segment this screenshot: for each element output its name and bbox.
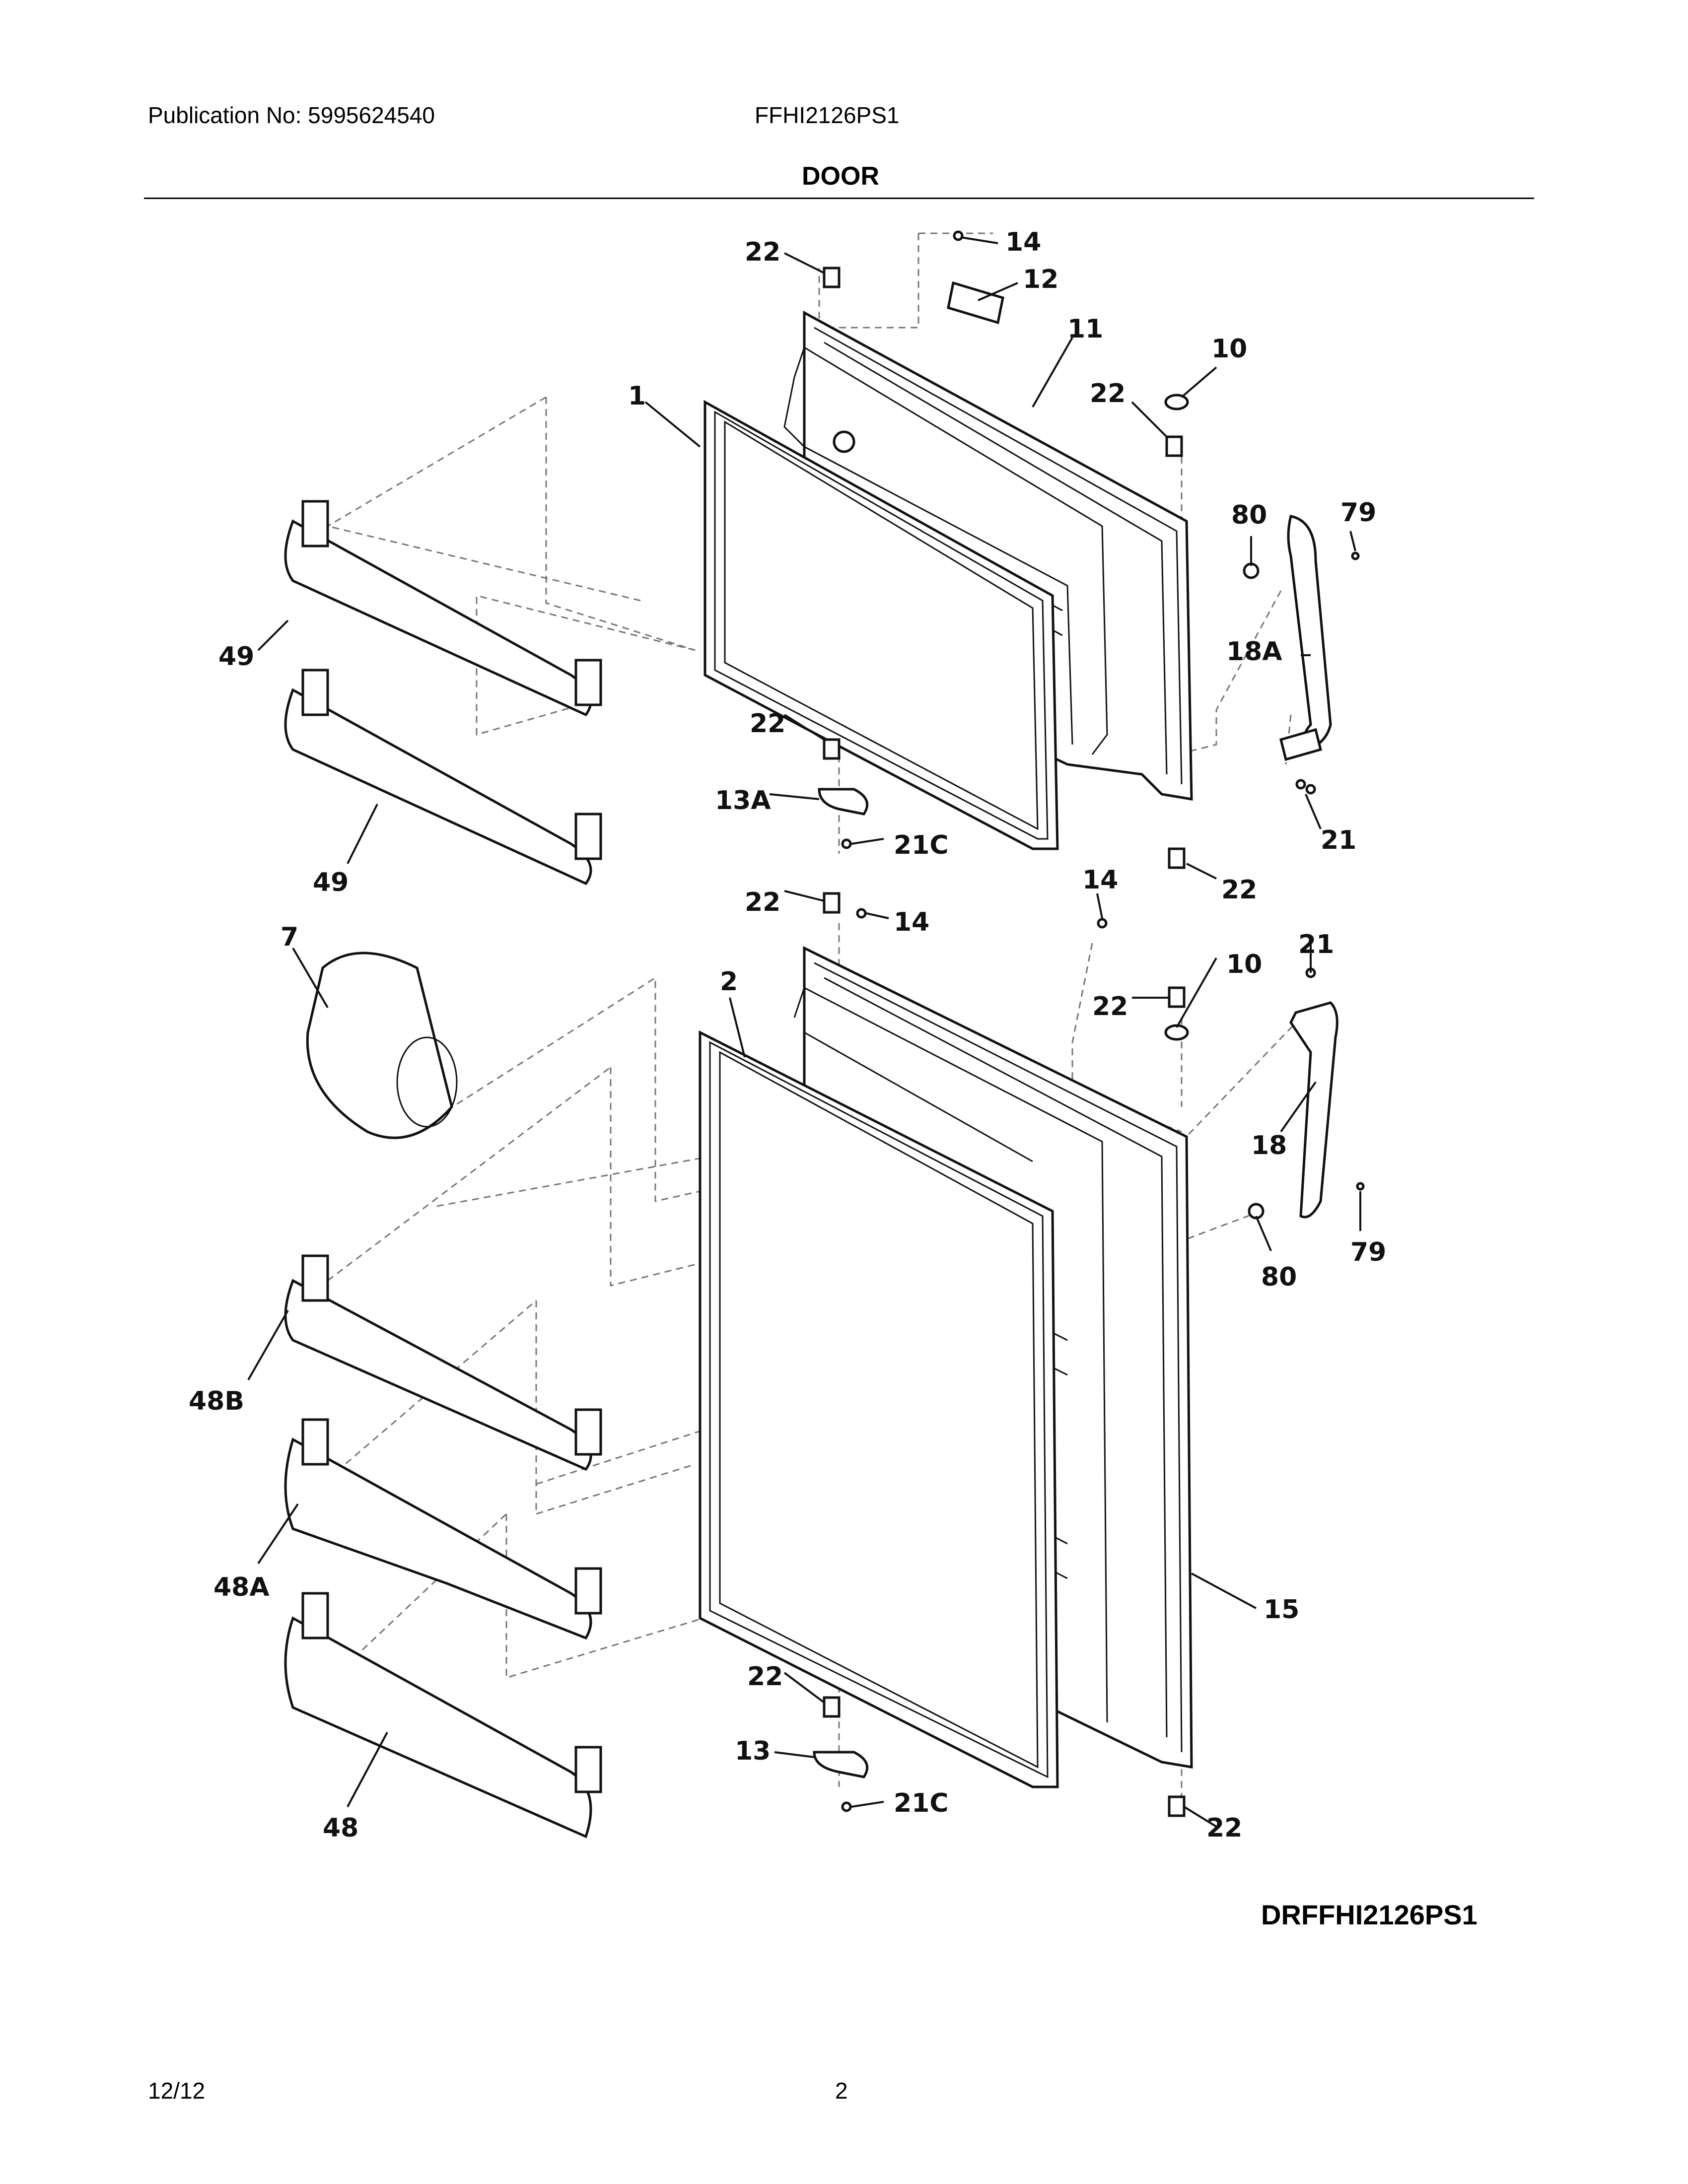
- callout-22: 22: [1206, 1813, 1242, 1843]
- callout-10: 10: [1211, 334, 1247, 364]
- callout-15: 15: [1264, 1595, 1299, 1625]
- callout-labels: 22 14 12 11 10 22 1 80 79 18A 49 22 13A …: [189, 227, 1386, 1843]
- callout-80: 80: [1261, 1262, 1297, 1292]
- door-shelf-49-upper: [284, 500, 602, 717]
- callout-1: 1: [628, 381, 646, 411]
- page-number: 2: [835, 2078, 848, 2104]
- callout-2: 2: [720, 967, 738, 997]
- header-divider: [144, 198, 1534, 199]
- diagram-code: DRFFHI2126PS1: [1261, 1899, 1477, 1930]
- callout-11: 11: [1067, 314, 1103, 344]
- callout-22: 22: [1221, 875, 1257, 905]
- callout-13: 13: [735, 1736, 771, 1766]
- callout-13A: 13A: [715, 786, 771, 816]
- callout-80: 80: [1231, 500, 1267, 530]
- model-number: FFHI2126PS1: [755, 102, 900, 128]
- callout-18A: 18A: [1226, 637, 1282, 667]
- door-bin-48: [284, 1592, 602, 1839]
- callout-48: 48: [323, 1813, 358, 1843]
- callout-14: 14: [1005, 227, 1041, 257]
- callout-18: 18: [1251, 1131, 1287, 1160]
- callout-49: 49: [218, 642, 254, 672]
- leader-lines: [247, 236, 1361, 1828]
- callout-12: 12: [1023, 265, 1058, 294]
- callout-79: 79: [1350, 1237, 1386, 1267]
- callout-22: 22: [750, 709, 785, 739]
- callout-21: 21: [1321, 825, 1356, 855]
- fresh-food-handle-18: [1289, 1001, 1338, 1219]
- publication-date: 12/12: [148, 2078, 206, 2104]
- callout-22: 22: [1090, 379, 1125, 409]
- callout-7: 7: [281, 922, 298, 952]
- callout-79: 79: [1340, 498, 1376, 528]
- callout-21C: 21C: [894, 830, 949, 860]
- callout-14: 14: [894, 907, 929, 937]
- hardware-parts: [813, 230, 1365, 1817]
- callout-21: 21: [1298, 930, 1334, 959]
- section-title: DOOR: [802, 162, 879, 191]
- callout-22: 22: [747, 1662, 783, 1692]
- callout-14: 14: [1082, 865, 1118, 895]
- freezer-door-gasket: [703, 400, 1059, 850]
- callout-22: 22: [745, 887, 780, 917]
- door-bin-48A: [284, 1418, 602, 1640]
- dairy-compartment-7: [306, 952, 458, 1139]
- door-shelf-49-lower: [284, 669, 602, 886]
- callout-21C: 21C: [894, 1788, 949, 1818]
- door-shelf-48B: [284, 1254, 602, 1471]
- callout-22: 22: [745, 237, 780, 267]
- callout-48B: 48B: [189, 1386, 244, 1416]
- freezer-handle-18A: [1279, 515, 1332, 761]
- callout-22: 22: [1092, 992, 1128, 1022]
- publication-number: Publication No: 5995624540: [148, 102, 435, 128]
- callout-48A: 48A: [213, 1572, 270, 1602]
- callout-49: 49: [313, 868, 349, 897]
- callout-10: 10: [1226, 950, 1262, 979]
- fresh-food-door-gasket: [699, 1030, 1059, 1788]
